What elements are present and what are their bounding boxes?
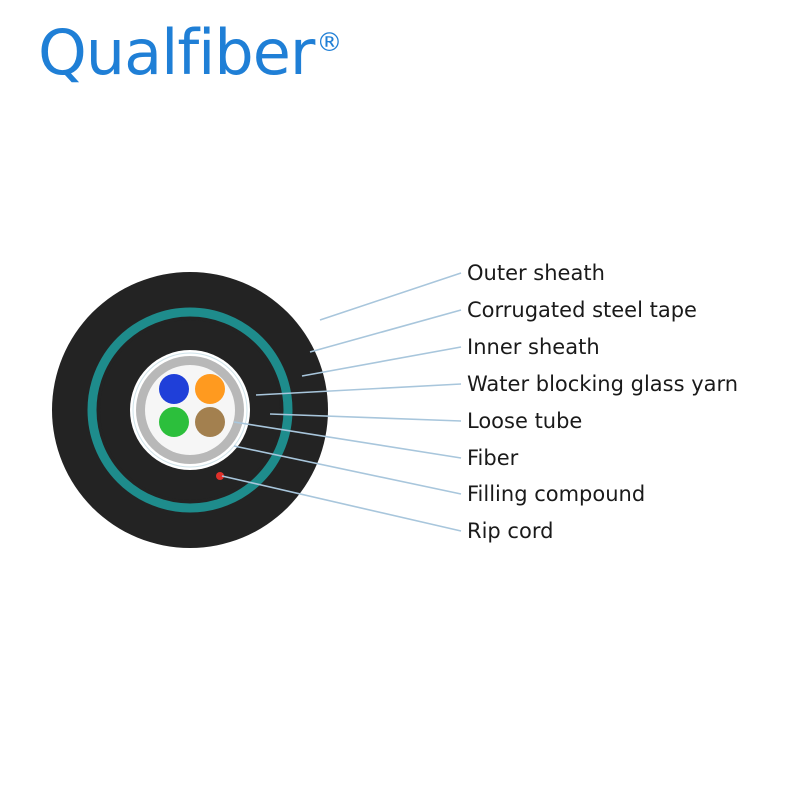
rip-cord-dot: [216, 472, 224, 480]
label-water-blocking-glass-yarn: Water blocking glass yarn: [467, 372, 738, 396]
cable-cross-section: [52, 272, 328, 548]
leader-line-corrugated-steel-tape: [309, 309, 462, 353]
leader-line-outer-sheath: [319, 272, 462, 321]
fiber-brown: [195, 407, 225, 437]
label-filling-compound: Filling compound: [467, 482, 645, 506]
label-corrugated-steel-tape: Corrugated steel tape: [467, 298, 697, 322]
label-fiber: Fiber: [467, 446, 519, 470]
brand-logo: Qualfiber®: [38, 22, 342, 84]
leader-line-filling-compound: [233, 445, 462, 495]
label-loose-tube: Loose tube: [467, 409, 582, 433]
label-outer-sheath: Outer sheath: [467, 261, 605, 285]
leader-line-inner-sheath: [301, 346, 462, 377]
registered-mark: ®: [316, 28, 342, 58]
label-rip-cord: Rip cord: [467, 519, 553, 543]
label-inner-sheath: Inner sheath: [467, 335, 600, 359]
leader-line-rip-cord: [221, 475, 462, 532]
leader-line-water-blocking-glass-yarn: [255, 383, 462, 396]
leader-lines: [221, 272, 462, 532]
leader-line-fiber: [233, 421, 462, 459]
brand-name: Qualfiber: [38, 16, 315, 89]
yarn-gap: [132, 352, 248, 468]
fiber-green: [159, 407, 189, 437]
layer-labels: Outer sheath Corrugated steel tape Inner…: [467, 261, 738, 543]
fiber-blue: [159, 374, 189, 404]
filling-compound-layer: [145, 365, 235, 455]
corrugated-steel-tape-layer: [87, 307, 293, 513]
fiber-orange: [195, 374, 225, 404]
leader-line-loose-tube: [269, 413, 462, 422]
